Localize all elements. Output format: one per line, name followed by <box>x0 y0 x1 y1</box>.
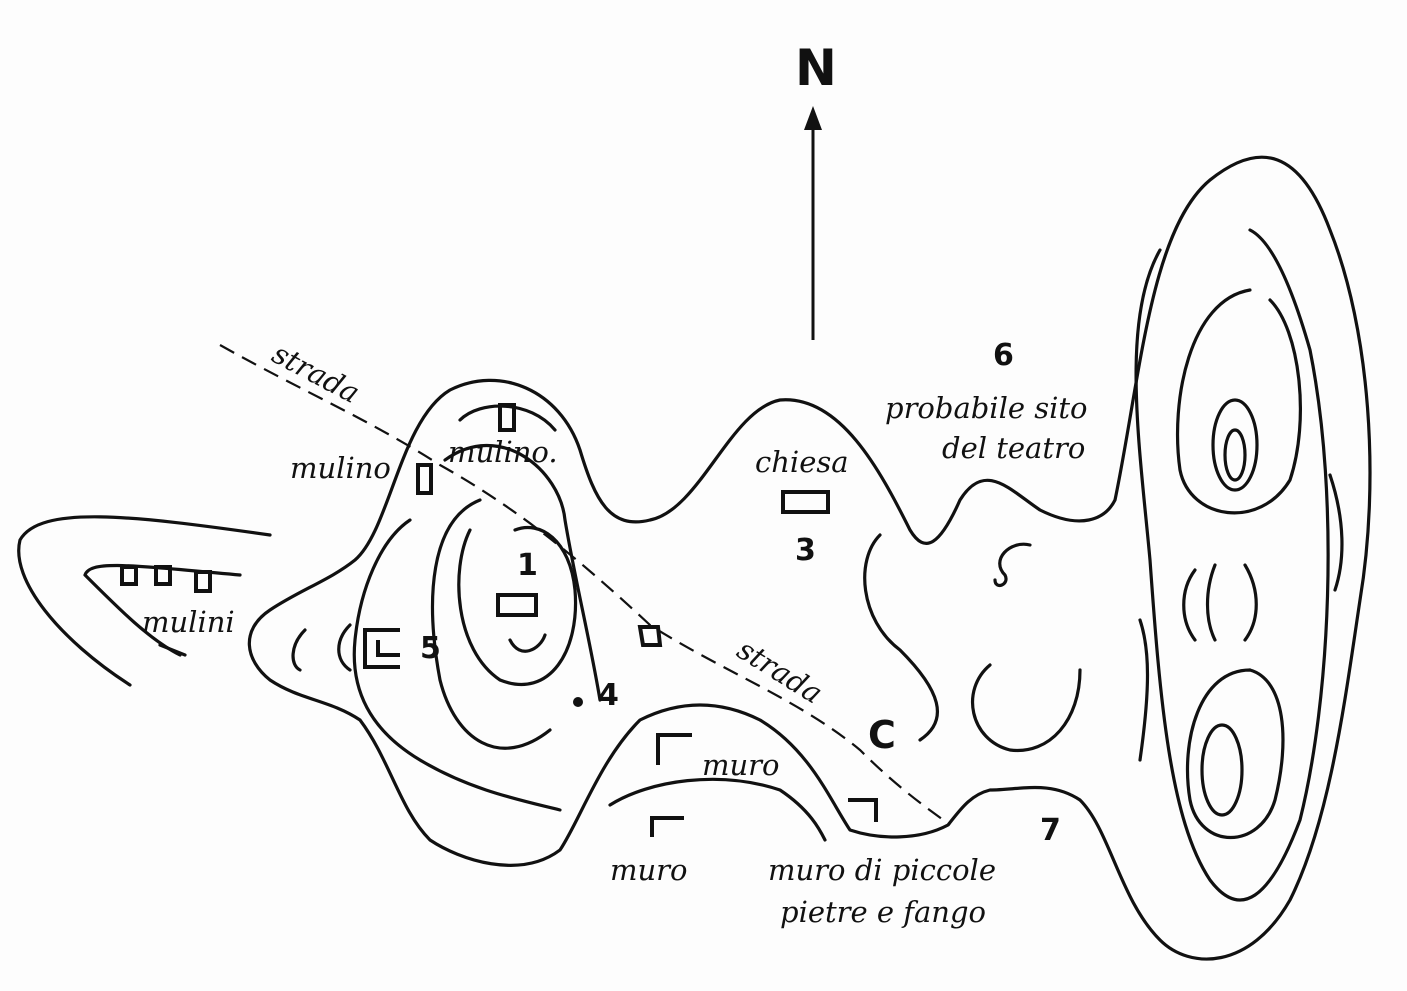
label-teatro-1: probabile sito <box>885 391 1088 425</box>
label-muro-fango-1: muro di piccole <box>768 853 996 887</box>
road <box>219 344 951 826</box>
label-mulino-top: mulino. <box>448 435 558 469</box>
north-arrow-icon <box>804 106 822 340</box>
label-6: 6 <box>993 338 1014 373</box>
outer-contour <box>17 155 1372 961</box>
label-teatro-2: del teatro <box>942 431 1085 465</box>
label-mulino-left: mulino <box>290 451 391 485</box>
label-chiesa: chiesa <box>755 445 849 479</box>
label-muro-fango-2: pietre e fango <box>780 895 986 929</box>
label-mulini: mulini <box>142 605 235 639</box>
label-muro-lower: muro <box>610 853 688 887</box>
label-7: 7 <box>1040 813 1061 848</box>
building-symbols <box>120 403 878 837</box>
label-muro-upper: muro <box>702 748 780 782</box>
label-5: 5 <box>420 631 441 666</box>
label-strada-nw: strada <box>267 336 366 410</box>
label-c-symbol: C <box>868 713 896 757</box>
label-3: 3 <box>795 533 816 568</box>
label-strada-se: strada <box>731 632 828 710</box>
north-label: N <box>795 39 837 97</box>
label-1: 1 <box>517 548 538 583</box>
label-4: 4 <box>598 678 619 713</box>
